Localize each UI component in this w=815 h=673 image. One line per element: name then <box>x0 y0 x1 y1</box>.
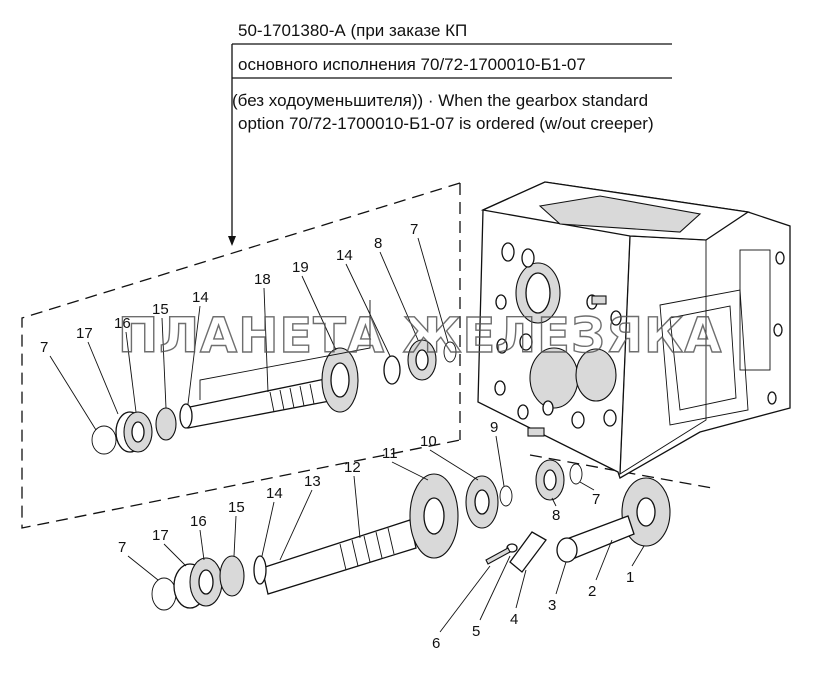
circlip-7-upper <box>443 341 457 363</box>
callout-10: 10 <box>420 433 437 450</box>
callout-7: 7 <box>410 221 418 238</box>
callout-8: 8 <box>374 235 382 252</box>
ring-14-left-upper <box>179 403 193 429</box>
gear-15-lower <box>219 555 245 597</box>
circlip-7-right <box>569 463 583 485</box>
upper-shaft <box>184 377 336 429</box>
callout-1: 1 <box>626 569 634 586</box>
dashed-link <box>529 454 713 489</box>
lower-shaft-assembly <box>151 459 583 611</box>
callout-14: 14 <box>192 289 209 306</box>
callout-7: 7 <box>592 491 600 508</box>
lower-shaft <box>261 519 417 595</box>
ring-14-upper <box>383 355 401 385</box>
ring-14-lower <box>253 555 267 585</box>
callout-14: 14 <box>336 247 353 264</box>
callout-11: 11 <box>382 445 398 462</box>
callout-3: 3 <box>548 597 556 614</box>
callout-8: 8 <box>552 507 560 524</box>
small-parts <box>485 477 671 573</box>
dashed-outline <box>21 182 461 529</box>
callout-16: 16 <box>114 315 131 332</box>
callout-15: 15 <box>228 499 245 516</box>
callout-12: 12 <box>344 459 361 476</box>
callout-4: 4 <box>510 611 518 628</box>
caption-line-2: основного исполнения 70/72-1700010-Б1-07 <box>238 55 586 74</box>
callout-19: 19 <box>292 259 309 276</box>
callout-9: 9 <box>490 419 498 436</box>
callout-7: 7 <box>40 339 48 356</box>
callout-16: 16 <box>190 513 207 530</box>
callout-15: 15 <box>152 301 169 318</box>
circlip-7-left-upper <box>91 425 117 455</box>
sleeve-3 <box>556 537 578 563</box>
callout-5: 5 <box>472 623 480 640</box>
plate-4 <box>509 531 547 573</box>
callout-17: 17 <box>152 527 169 544</box>
caption-line-3: (без ходоуменьшителя)) · When the gearbo… <box>232 91 648 110</box>
callout-18: 18 <box>254 271 271 288</box>
callout-6: 6 <box>432 635 440 652</box>
gear-15-upper <box>155 407 177 441</box>
callout-7: 7 <box>118 539 126 556</box>
callout-2: 2 <box>588 583 596 600</box>
caption-line-1: 50-1701380-А (при заказе КП <box>238 21 467 40</box>
callout-14: 14 <box>266 485 283 502</box>
caption-line-4: option 70/72-1700010-Б1-07 is ordered (w… <box>238 114 654 133</box>
bolt-6 <box>485 547 511 565</box>
upper-shaft-assembly <box>91 300 457 455</box>
leader-arrowhead <box>228 236 236 246</box>
ring-9 <box>499 485 513 507</box>
circlip-7-left-lower <box>151 577 177 611</box>
watermark: ПЛАНЕТА ЖЕЛЕЗЯКА <box>118 308 722 364</box>
callouts: 7 17 16 15 14 18 19 14 8 7 7 17 16 15 14… <box>40 221 645 652</box>
gearbox-housing <box>477 181 791 479</box>
callout-13: 13 <box>304 473 321 490</box>
callout-17: 17 <box>76 325 93 342</box>
